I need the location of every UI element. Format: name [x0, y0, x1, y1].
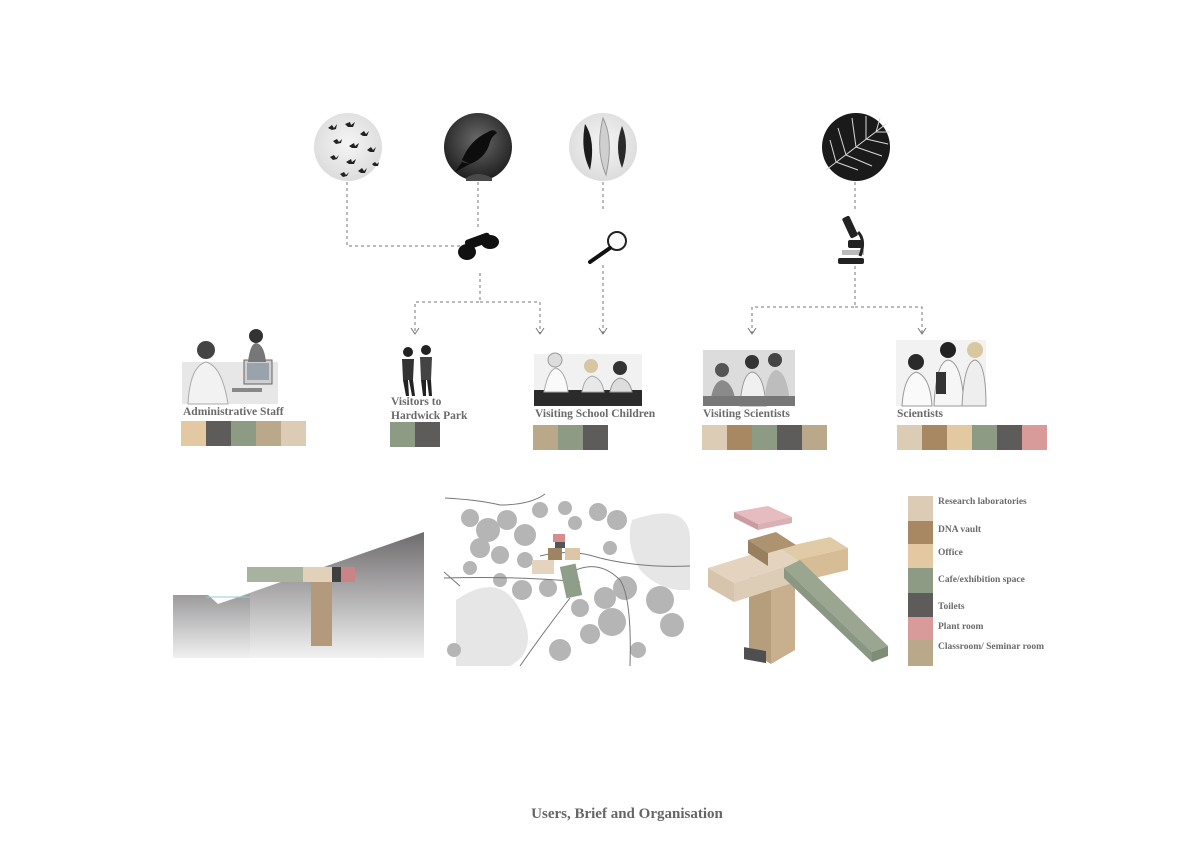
color-swatch [231, 421, 256, 446]
color-swatch [922, 425, 947, 450]
color-swatch [415, 422, 440, 447]
legend-swatch [908, 544, 933, 568]
user-label-scientists: Scientists [897, 408, 943, 420]
section-diagram [173, 532, 424, 658]
user-label-administrative-staff: Administrative Staff [183, 406, 284, 418]
magnifier-icon [588, 231, 627, 264]
microscope-icon [838, 215, 865, 264]
legend-label: DNA vault [938, 525, 982, 535]
color-swatch [752, 425, 777, 450]
color-swatch [702, 425, 727, 450]
visitors-photo [402, 345, 432, 396]
color-swatch [972, 425, 997, 450]
color-swatch [558, 425, 583, 450]
color-swatch [897, 425, 922, 450]
binoculars-icon [458, 232, 499, 260]
color-swatch [533, 425, 558, 450]
scientists-photo [896, 340, 987, 407]
color-swatch [390, 422, 415, 447]
swatches-school [533, 425, 608, 450]
legend-label: Classroom/ Seminar room [938, 642, 1045, 652]
connector-lines [346, 182, 923, 333]
admin-staff-photo [182, 329, 278, 405]
color-swatch [802, 425, 827, 450]
legend-label: Office [938, 548, 963, 558]
axonometric-model [708, 506, 888, 664]
color-swatch [997, 425, 1022, 450]
legend-swatch [908, 593, 933, 617]
color-swatch [583, 425, 608, 450]
leaf-veins-icon [822, 113, 890, 181]
color-swatch [206, 421, 231, 446]
swatches-admin [181, 421, 306, 446]
swatches-scientists [897, 425, 1047, 450]
legend-swatch [908, 496, 933, 521]
legend-swatch [908, 568, 933, 593]
legend-swatch [908, 640, 933, 666]
legend-swatch [908, 617, 933, 640]
swatches-visitors [390, 422, 440, 447]
color-swatch [1022, 425, 1047, 450]
color-swatch [181, 421, 206, 446]
user-label-visitors-line1: Visitors to [391, 396, 442, 408]
color-swatch [281, 421, 306, 446]
color-swatch [256, 421, 281, 446]
feathers-icon [569, 113, 637, 181]
bird-icon [444, 113, 512, 181]
site-plan [443, 493, 691, 667]
user-label-visitors-line2: Hardwick Park [391, 410, 468, 422]
connector-arrowheads [410, 327, 927, 335]
school-children-photo [534, 352, 642, 406]
legend-label: Toilets [938, 602, 965, 612]
legend-swatch [908, 521, 933, 544]
user-label-visiting-scientists: Visiting Scientists [703, 408, 790, 420]
color-swatch [947, 425, 972, 450]
color-swatch [727, 425, 752, 450]
color-swatch [777, 425, 802, 450]
legend-label: Research laboratories [938, 497, 1027, 507]
user-label-visiting-school-children: Visiting School Children [535, 408, 656, 420]
legend-label: Plant room [938, 622, 984, 632]
page-title: Users, Brief and Organisation [531, 806, 723, 822]
swatches-visiting-scientists [702, 425, 827, 450]
birds-flock-icon [314, 113, 382, 181]
visiting-scientists-photo [703, 350, 795, 407]
legend-label: Cafe/exhibition space [938, 575, 1025, 585]
